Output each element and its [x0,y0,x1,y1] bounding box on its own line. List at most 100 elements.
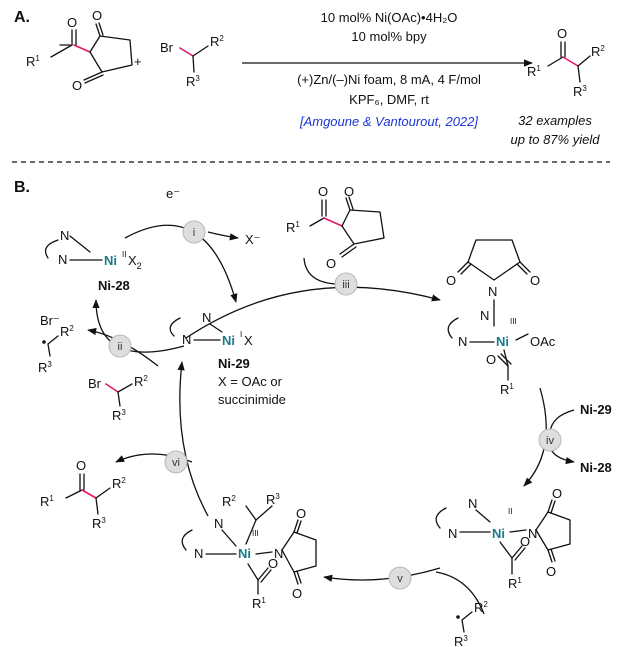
svg-text:R3: R3 [38,360,52,375]
svg-text:III: III [252,529,259,538]
svg-text:O: O [344,184,354,199]
step-label-iv: iv [538,428,562,452]
svg-text:Ni: Ni [222,333,235,348]
svg-text:III: III [510,317,517,326]
svg-text:ii: ii [118,341,123,353]
svg-text:N: N [274,546,283,561]
svg-text:N: N [448,526,457,541]
alkyl-radical-v: R2 R3 [454,600,488,647]
svg-text:O: O [268,556,278,571]
section-b-label: B. [14,179,30,196]
svg-text:R2: R2 [591,44,605,59]
bromide-anion-label: Br⁻ [40,313,60,328]
condition-catalyst: 10 mol% Ni(OAc)•4H₂O [321,10,458,25]
svg-text:N: N [194,546,203,561]
condition-salt-solvent: KPF₆, DMF, rt [349,92,429,107]
svg-text:R2: R2 [474,600,488,615]
catalytic-cycle-arrow [549,409,575,433]
plus-sign: + [134,54,142,69]
svg-text:O: O [92,8,102,23]
svg-text:R3: R3 [92,516,106,531]
svg-text:Ni: Ni [496,334,509,349]
svg-text:N: N [528,526,537,541]
svg-text:R1: R1 [40,494,54,509]
svg-text:R1: R1 [26,54,40,69]
svg-text:R1: R1 [500,382,514,397]
svg-text:O: O [446,273,456,288]
svg-text:Ni: Ni [104,253,117,268]
svg-text:iii: iii [342,279,349,291]
svg-text:R1: R1 [527,64,541,79]
svg-text:R3: R3 [454,634,468,647]
alkyl-bromide-ii: Br R2 R3 [88,374,148,423]
svg-text:N: N [202,310,211,325]
catalytic-cycle-arrow [177,361,209,517]
svg-text:Br: Br [88,376,102,391]
catalytic-cycle-arrow [323,567,441,582]
ni-ii-acyl-complex: N N Ni II N O O O R1 [435,486,571,591]
svg-text:OAc: OAc [530,334,556,349]
svg-text:R2: R2 [60,324,74,339]
svg-text:O: O [72,78,82,93]
svg-text:O: O [67,15,77,30]
svg-text:N: N [488,284,497,299]
condition-ligand: 10 mol% bpy [351,29,427,44]
svg-text:R3: R3 [186,74,200,89]
step-label-vi: vi [164,450,188,474]
svg-text:v: v [397,573,403,585]
catalytic-cycle-arrow [185,286,441,339]
scope-yield: up to 87% yield [511,132,601,147]
svg-text:O: O [546,564,556,579]
svg-text:Ni: Ni [238,546,251,561]
svg-text:R1: R1 [252,596,266,611]
condition-electrochem: (+)Zn/(–)Ni foam, 8 mA, 4 F/mol [297,72,481,87]
ni-iii-alkyl-acyl-complex: N N Ni III R2 R3 N O O O R1 [181,492,317,611]
svg-text:R3: R3 [266,492,280,507]
svg-text:II: II [122,250,126,259]
acyl-succinimide-reactant: O O O R1 [26,8,133,93]
svg-text:X: X [244,333,253,348]
ketone-product-vi: O R1 R2 R3 [40,458,126,531]
svg-text:I: I [240,330,242,339]
alkyl-radical-ii: R2 R3 [38,324,74,375]
step-iv-reagent: Ni-29 [580,402,612,417]
svg-text:R2: R2 [210,34,224,49]
svg-text:i: i [193,227,195,239]
ni29-label: Ni-29 [218,356,250,371]
svg-text:O: O [520,534,530,549]
svg-text:vi: vi [172,457,180,469]
ni-iii-oac-complex: O O N N N Ni III OAc O R1 [446,239,556,397]
step-label-iii: iii [334,272,358,296]
svg-text:O: O [292,586,302,601]
svg-text:R1: R1 [286,220,300,235]
svg-text:II: II [508,507,512,516]
svg-text:Ni: Ni [492,526,505,541]
svg-text:O: O [76,458,86,473]
svg-text:N: N [60,228,69,243]
electron-label: e⁻ [166,186,180,201]
ni29-caption-line1: X = OAc or [218,374,283,389]
svg-text:X2: X2 [128,253,142,271]
svg-text:N: N [480,308,489,323]
svg-text:O: O [486,352,496,367]
svg-text:Br: Br [160,40,174,55]
catalytic-cycle-arrow [435,571,485,615]
step-iv-product: Ni-28 [580,460,612,475]
svg-text:N: N [182,332,191,347]
svg-text:O: O [326,256,336,271]
halide-anion-label: X⁻ [245,232,261,247]
scope-examples: 32 examples [518,113,592,128]
step-label-v: v [388,566,412,590]
svg-text:O: O [530,273,540,288]
svg-text:R2: R2 [134,374,148,389]
ni28-label: Ni-28 [98,278,130,293]
ni28-complex: N N Ni II X2 [44,228,142,271]
svg-text:R2: R2 [222,494,236,509]
acyl-succinimide-iii: O O O R1 [286,184,385,271]
svg-text:R3: R3 [573,84,587,99]
svg-text:N: N [58,252,67,267]
section-a-label: A. [14,9,30,26]
svg-text:R3: R3 [112,408,126,423]
svg-text:iv: iv [546,435,554,447]
